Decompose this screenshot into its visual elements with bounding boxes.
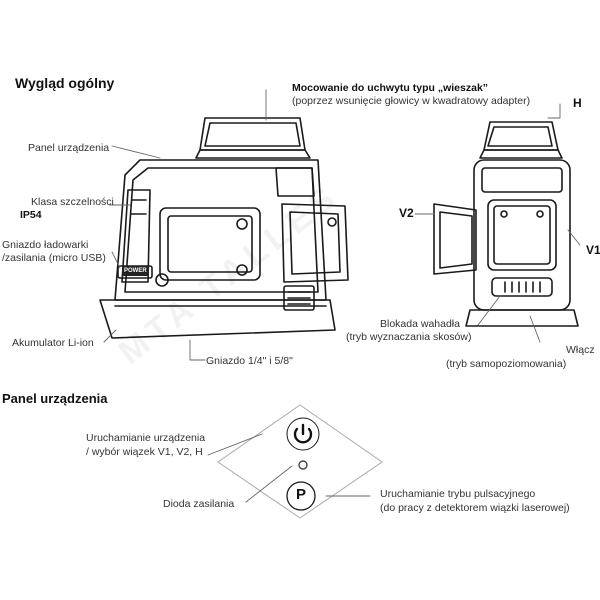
- mount-title: Mocowanie do uchwytu typu „wieszak”: [292, 82, 489, 94]
- pulse-callout-line1: Uruchamianie trybu pulsacyjnego: [380, 488, 536, 500]
- usb-port: [155, 273, 169, 287]
- led-callout: Dioda zasilania: [163, 498, 235, 510]
- panel-heading: Panel urządzenia: [2, 391, 108, 406]
- power-callout-line1: Uruchamianie urządzenia: [86, 432, 206, 444]
- charger-callout-line2: /zasilania (micro USB): [2, 252, 106, 264]
- lock-callout-line1: Blokada wahadła: [380, 318, 460, 330]
- v2-window: [433, 203, 477, 275]
- v1-window: [487, 199, 557, 271]
- device-panel-callout: Panel urządzenia: [28, 142, 110, 154]
- mount-note: (poprzez wsunięcie głowicy w kwadratowy …: [292, 95, 531, 107]
- side-laser-window: [281, 203, 349, 283]
- pulse-callout-line2: (do pracy z detektorem wiązki laserowej): [380, 502, 570, 514]
- ip-class-value: IP54: [20, 209, 42, 221]
- laser-level-side-view: [99, 117, 349, 339]
- power-label: POWER: [122, 266, 149, 276]
- ip-class-label: Klasa szczelności: [31, 196, 114, 208]
- lock-slider-front: [491, 277, 553, 297]
- on-callout-line2: (tryb samopoziomowania): [446, 358, 567, 370]
- thread-callout: Gniazdo 1/4" i 5/8": [206, 355, 293, 367]
- front-laser-window: [159, 207, 261, 281]
- side-panel: [121, 189, 151, 283]
- overview-heading: Wygląd ogólny: [15, 75, 115, 91]
- charger-callout-line1: Gniazdo ładowarki: [2, 239, 89, 251]
- battery-callout: Akumulator Li-ion: [12, 337, 94, 349]
- p-button-glyph: P: [295, 486, 306, 503]
- laser-level-front-view: [433, 121, 579, 327]
- axis-v1-label: V1: [586, 243, 600, 257]
- power-callout-line2: / wybór wiązek V1, V2, H: [86, 446, 203, 458]
- base: [99, 299, 336, 339]
- lock-slider: [283, 285, 315, 311]
- axis-h-label: H: [573, 96, 582, 110]
- leader-lines: [103, 89, 581, 361]
- front-base: [465, 309, 579, 327]
- led-indicator: [298, 460, 308, 470]
- axis-v2-label: V2: [399, 206, 414, 220]
- on-callout-line1: Włącz: [566, 344, 595, 356]
- panel-outline: [217, 404, 383, 519]
- panel-p-button: [286, 481, 316, 511]
- lock-callout-line2: (tryb wyznaczania skosów): [346, 331, 472, 343]
- panel-power-icon: [286, 417, 320, 451]
